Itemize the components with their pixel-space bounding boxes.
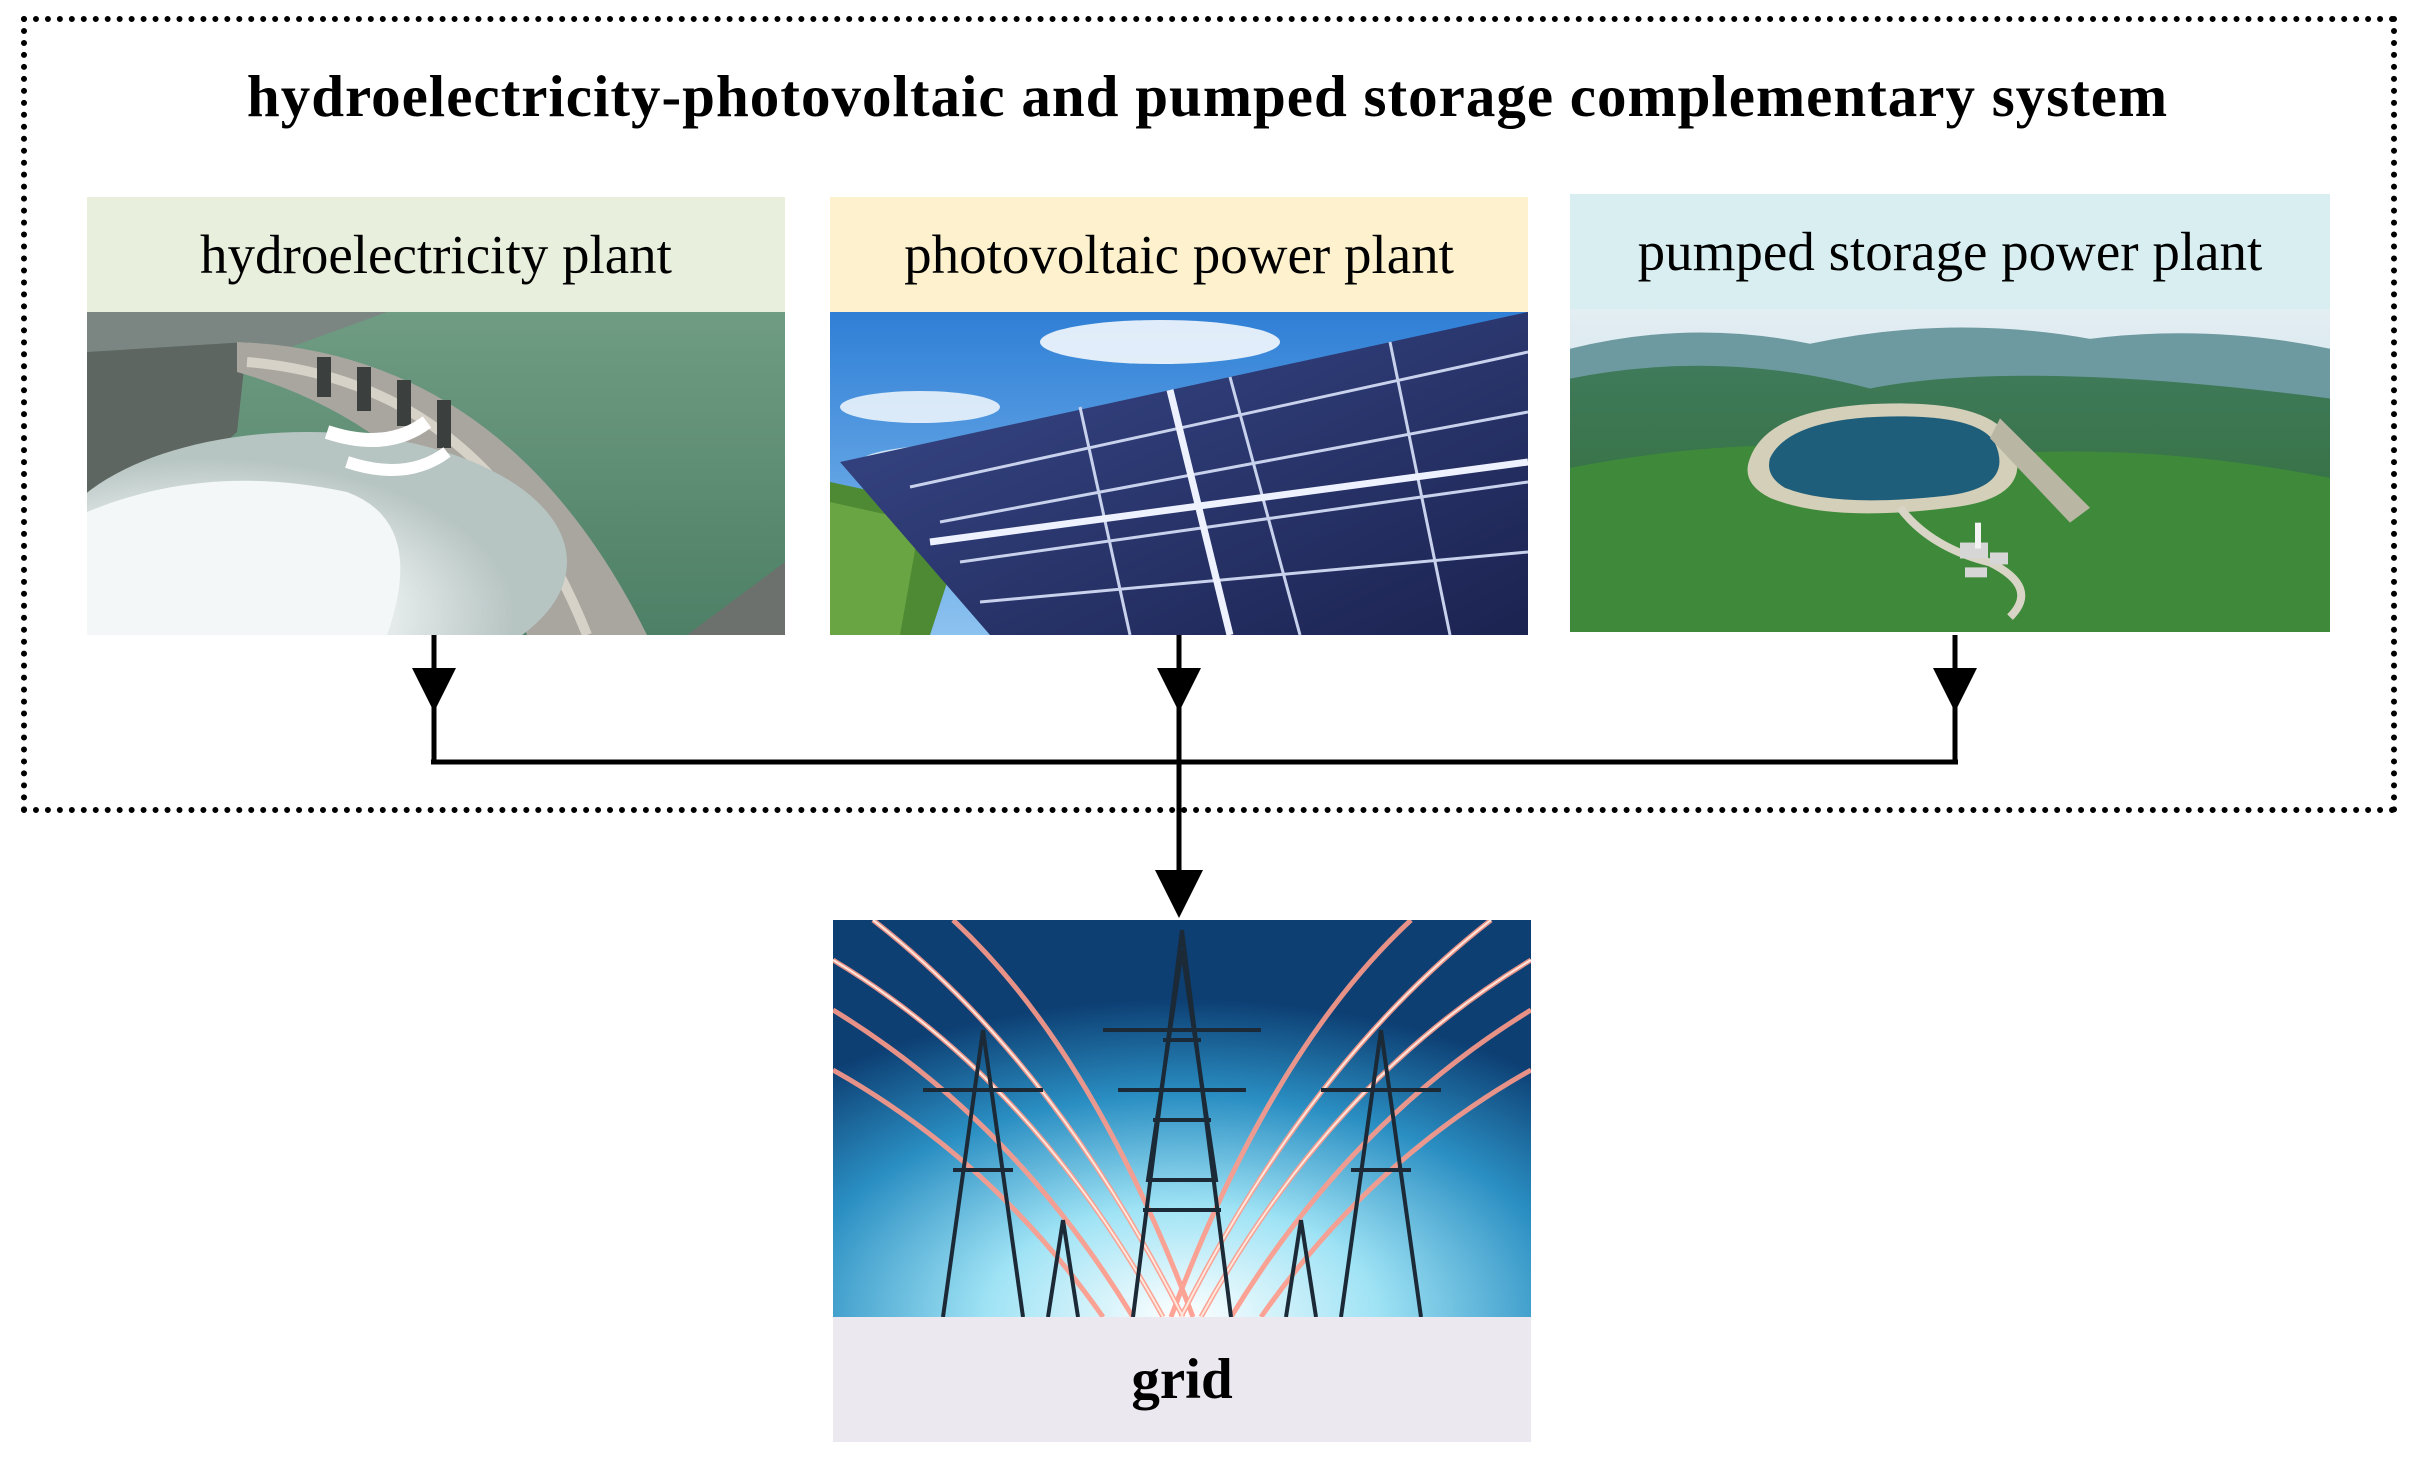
pumped-storage-plant-label: pumped storage power plant [1570,194,2330,309]
hydro-plant-label: hydroelectricity plant [87,197,785,312]
grid-label: grid [833,1317,1531,1442]
pv-plant-label: photovoltaic power plant [830,197,1528,312]
power-tower-photo-icon [833,920,1531,1317]
arrow-pumped-icon [1933,668,1977,712]
grid-block: grid [833,920,1531,1442]
pumped-storage-plant: pumped storage power plant [1570,194,2330,634]
dam-photo-icon [87,312,785,635]
system-boundary [21,16,2397,813]
hydro-plant: hydroelectricity plant [87,197,785,635]
arrow-hydro-icon [412,668,456,712]
reservoir-photo-icon [1570,309,2330,632]
arrow-grid-icon [1155,870,1203,918]
arrow-pv-icon [1157,668,1201,712]
pv-plant: photovoltaic power plant [830,197,1528,635]
solar-panel-photo-icon [830,312,1528,635]
system-title: hydroelectricity-photovoltaic and pumped… [246,63,2169,129]
